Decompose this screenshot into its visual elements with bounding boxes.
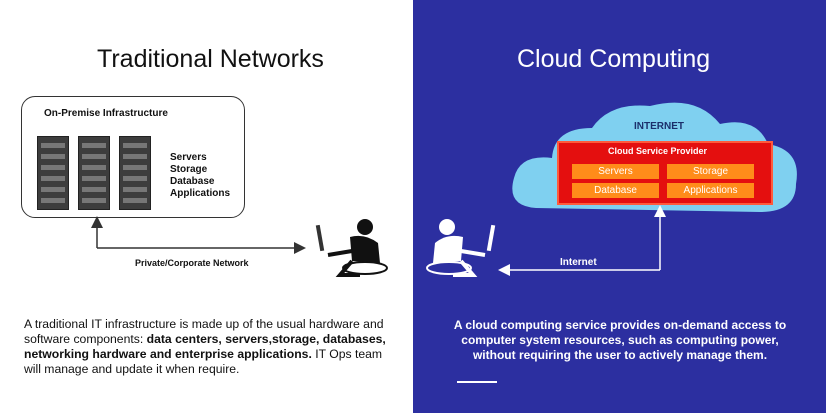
component-database: Database xyxy=(170,176,215,187)
service-applications: Applications xyxy=(667,183,754,198)
cloud-service-provider-title: Cloud Service Provider xyxy=(608,146,708,156)
cloud-description: A cloud computing service provides on-de… xyxy=(453,318,787,362)
service-storage: Storage xyxy=(667,164,754,179)
internet-connection-label: Internet xyxy=(560,257,597,268)
traditional-description: A traditional IT infrastructure is made … xyxy=(24,317,386,376)
server-rack-icon xyxy=(119,136,151,210)
service-database: Database xyxy=(572,183,659,198)
decorative-underline xyxy=(457,381,497,383)
component-applications: Applications xyxy=(170,188,231,199)
on-premise-infrastructure-label: On-Premise Infrastructure xyxy=(44,108,168,119)
cloud-computing-title: Cloud Computing xyxy=(517,45,711,73)
user-at-computer-icon xyxy=(315,219,388,277)
service-servers: Servers xyxy=(572,164,659,179)
internet-connector xyxy=(498,205,666,276)
infrastructure-components-list: Servers Storage Database Applications xyxy=(170,152,230,200)
internet-cloud-label: INTERNET xyxy=(634,121,684,132)
user-at-computer-icon xyxy=(426,219,496,277)
component-storage: Storage xyxy=(170,164,208,175)
private-network-label: Private/Corporate Network xyxy=(135,258,249,268)
server-rack-icon xyxy=(78,136,110,210)
component-servers: Servers xyxy=(170,152,207,163)
private-network-connector xyxy=(91,216,306,254)
server-rack-icon xyxy=(37,136,69,210)
traditional-networks-title: Traditional Networks xyxy=(97,45,324,73)
